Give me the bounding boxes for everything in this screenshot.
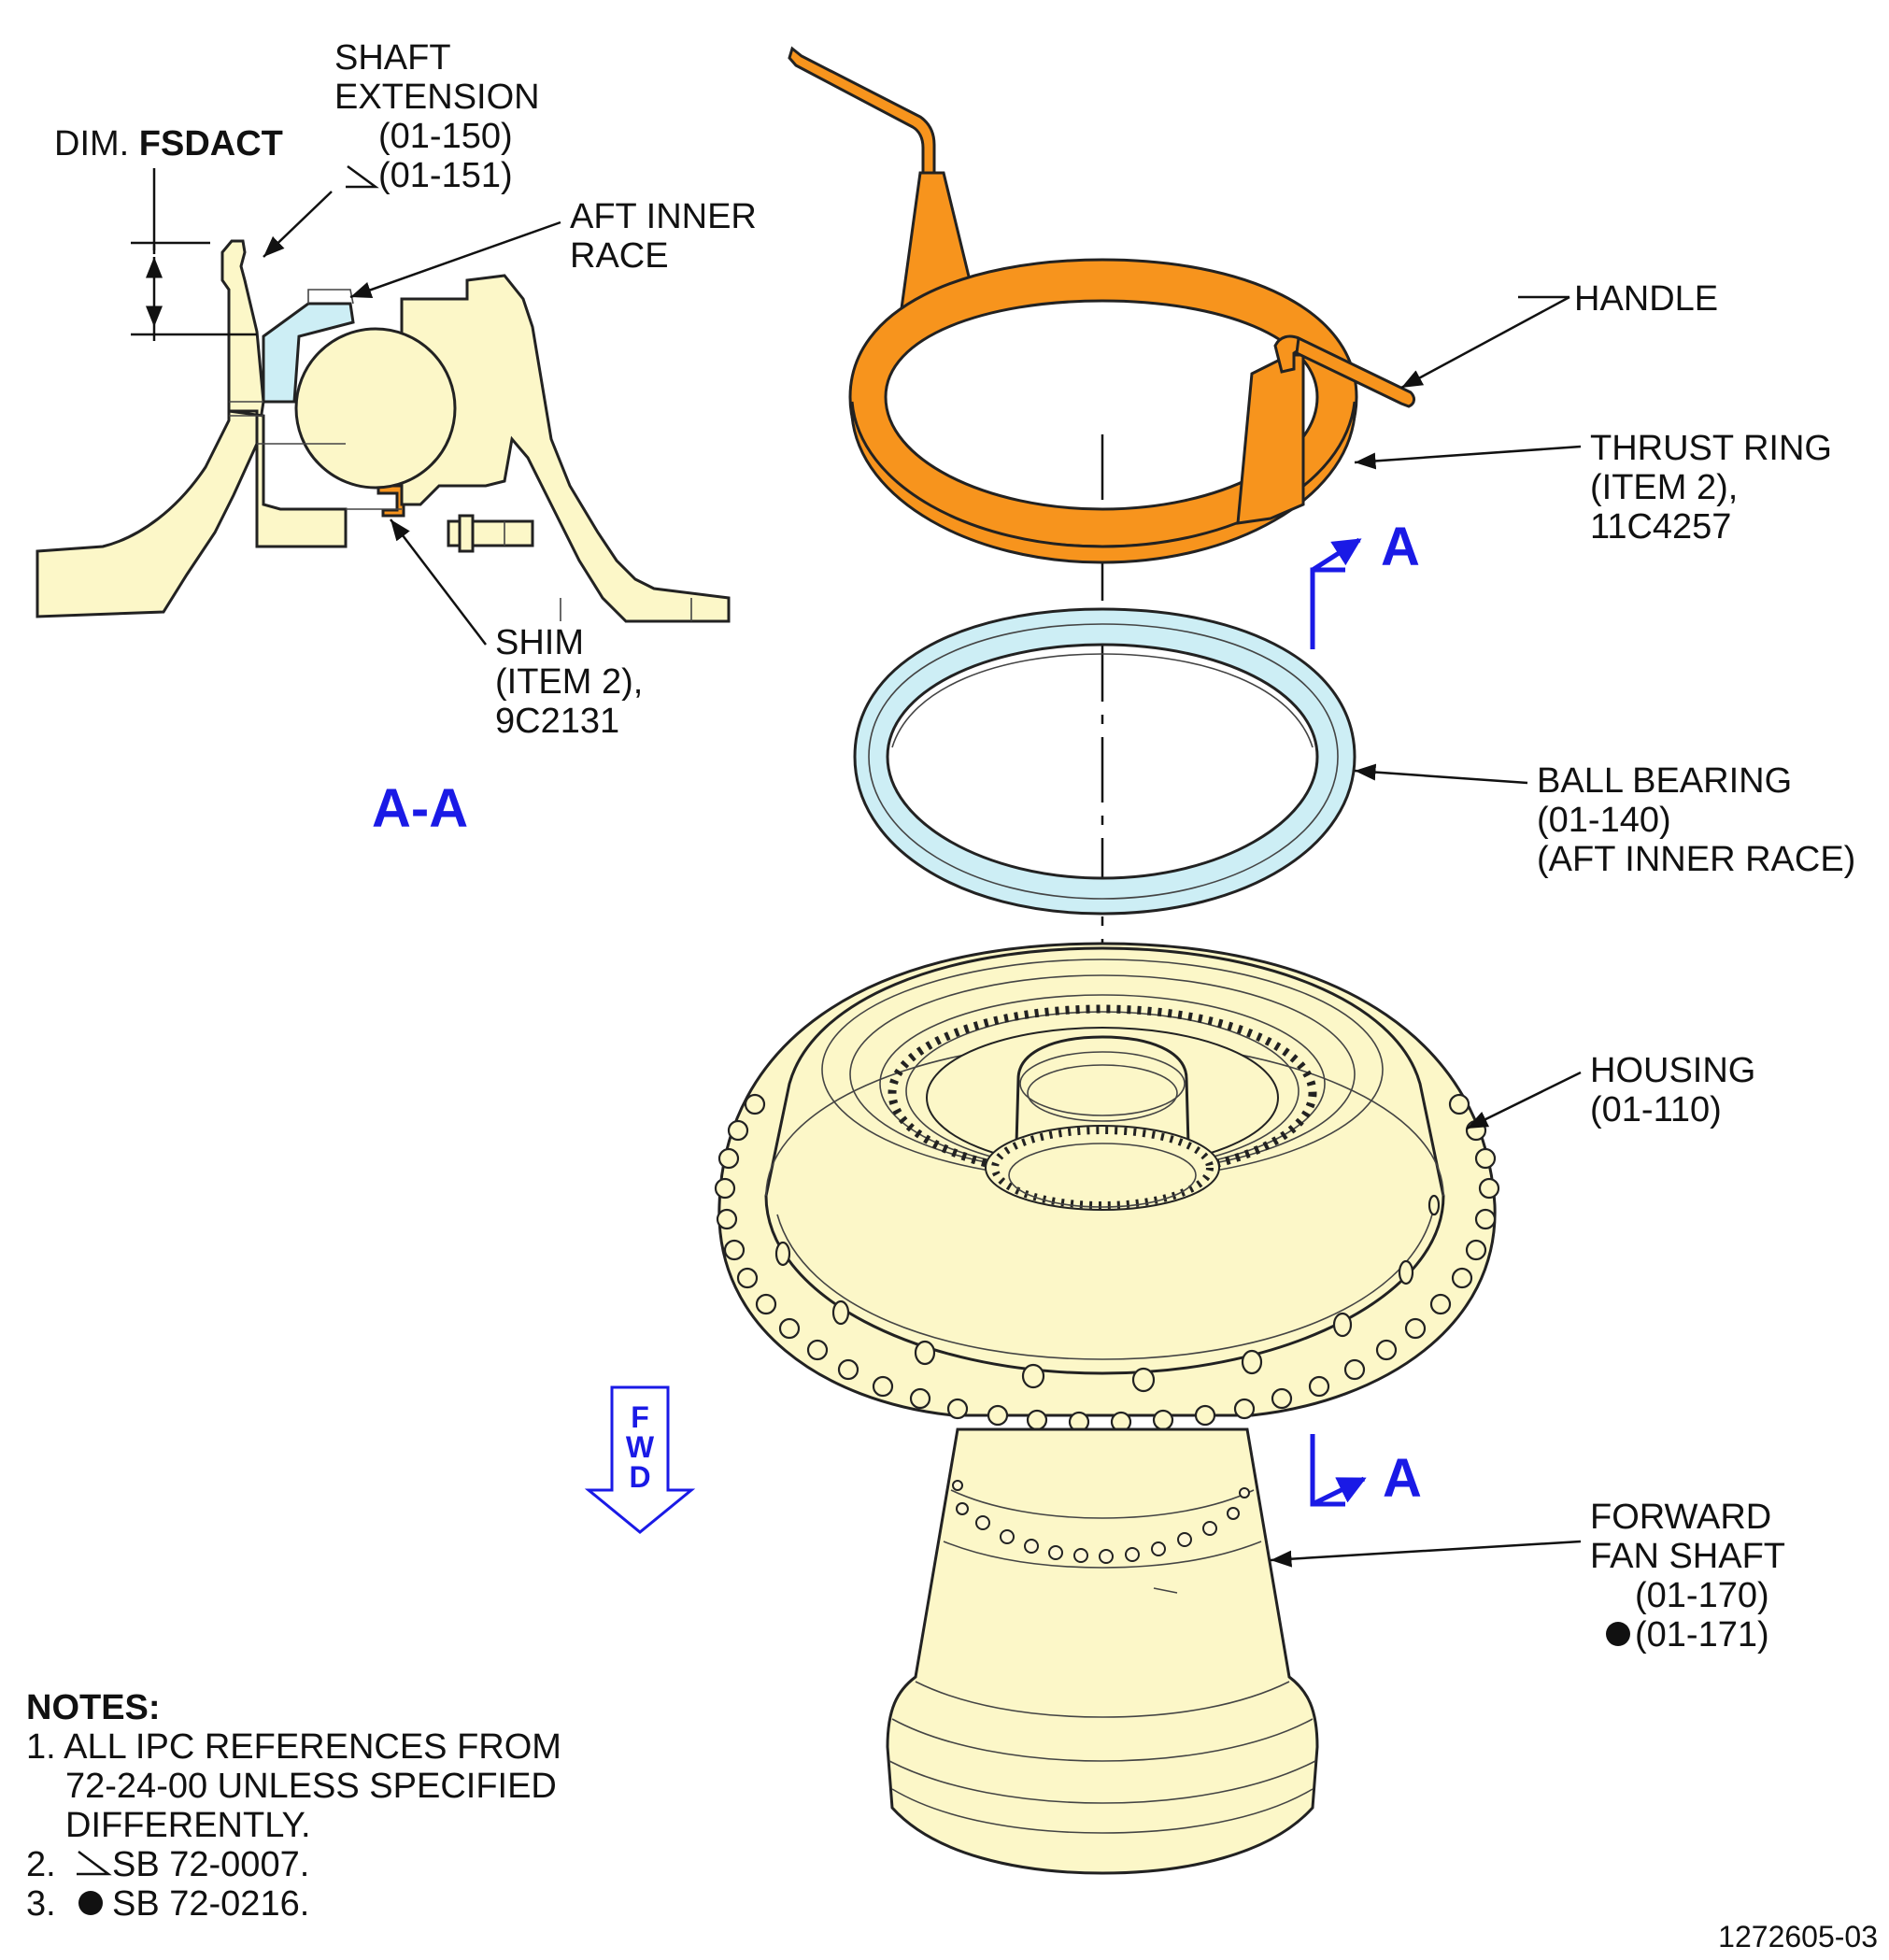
- shim-shape: [376, 484, 405, 518]
- sb-bullet-icon: [1606, 1622, 1630, 1646]
- svg-text:F: F: [631, 1400, 649, 1434]
- shaft-flange: [36, 239, 265, 618]
- svg-text:A: A: [1383, 1448, 1422, 1509]
- dim-label: DIM. FSDACT: [54, 124, 283, 163]
- thrust-ring: [788, 46, 1415, 564]
- bearing-cage-right: [400, 274, 731, 623]
- svg-text:A: A: [1381, 517, 1420, 577]
- housing-label: HOUSING (01-110): [1590, 1051, 1766, 1129]
- fwd-arrow: F W D: [584, 1385, 696, 1534]
- note-1-line-1: 1. ALL IPC REFERENCES FROM: [26, 1727, 561, 1767]
- note-2-text: SB 72-0007.: [112, 1845, 309, 1884]
- aft-inner-race-shape: [262, 302, 355, 404]
- shim-label: SHIM (ITEM 2), 9C2131: [495, 623, 653, 741]
- svg-text:W: W: [626, 1430, 655, 1464]
- note-3-number: 3.: [26, 1884, 56, 1924]
- callout-ball-bearing: BALL BEARING (01-140) (AFT INNER RACE): [1354, 761, 1855, 879]
- shaft-extension-label: SHAFT EXTENSION (01-150) (01-151): [334, 38, 549, 195]
- ball: [294, 327, 457, 490]
- sb-triangle-icon: [346, 164, 379, 189]
- handle-label: HANDLE: [1574, 279, 1718, 319]
- callout-forward-fan-shaft: FORWARD FAN SHAFT (01-170) (01-171): [1270, 1498, 1795, 1655]
- note-3-text: SB 72-0216.: [112, 1884, 309, 1924]
- note-1-line-3: DIFFERENTLY.: [65, 1806, 311, 1845]
- callout-thrust-ring: THRUST RING (ITEM 2), 11C4257: [1354, 429, 1842, 547]
- sb-triangle-icon: [77, 1851, 112, 1876]
- ball-bearing-label: BALL BEARING (01-140) (AFT INNER RACE): [1537, 761, 1855, 879]
- note-2-number: 2.: [26, 1845, 56, 1884]
- shaft-holes: [952, 1480, 1250, 1564]
- aft-inner-race-label: AFT INNER RACE: [570, 197, 766, 276]
- section-mark-upper: A: [1310, 517, 1420, 649]
- svg-text:D: D: [629, 1460, 650, 1494]
- figure-number: 1272605-03: [1718, 1920, 1878, 1953]
- notes-heading: NOTES:: [26, 1688, 161, 1727]
- housing: [714, 942, 1500, 1433]
- notes: NOTES: 1. ALL IPC REFERENCES FROM 72-24-…: [26, 1688, 561, 1924]
- flange-scallops: [714, 1093, 1500, 1433]
- section-mark-lower: A: [1310, 1434, 1422, 1509]
- ball-bearing: [853, 607, 1356, 916]
- housing-holes: [774, 1194, 1441, 1393]
- sb-bullet-icon: [78, 1891, 103, 1915]
- note-1-line-2: 72-24-00 UNLESS SPECIFIED: [65, 1767, 557, 1806]
- forward-fan-shaft-label: FORWARD FAN SHAFT (01-170) (01-171): [1590, 1498, 1795, 1655]
- thrust-ring-label: THRUST RING (ITEM 2), 11C4257: [1590, 429, 1842, 547]
- section-title: A-A: [372, 778, 468, 839]
- callout-handle: HANDLE: [1400, 279, 1718, 390]
- callout-housing: HOUSING (01-110): [1466, 1051, 1766, 1130]
- forward-fan-shaft: [886, 1427, 1319, 1875]
- section-view-a-a: DIM. FSDACT SHAFT EXTENSION (01-150) (01…: [36, 38, 766, 839]
